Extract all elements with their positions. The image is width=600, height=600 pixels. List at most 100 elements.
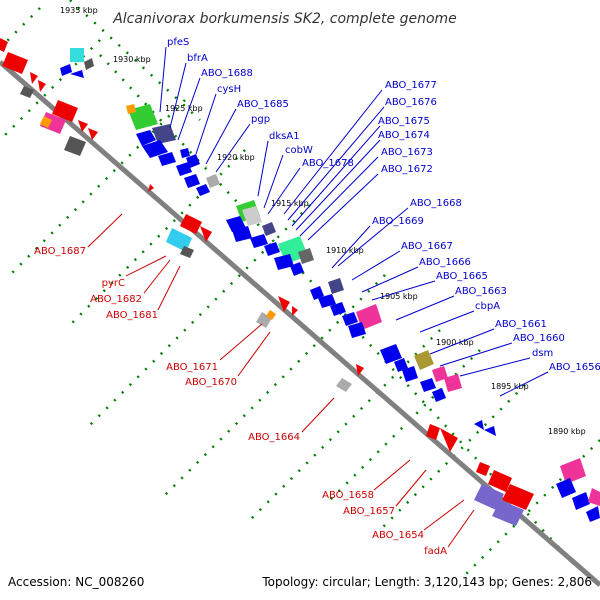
gene-block [180, 148, 190, 158]
forward-genes [60, 48, 600, 522]
gene-arrow [348, 322, 366, 338]
gene-label: ABO_1676 [385, 97, 437, 108]
gene-arrow [232, 226, 252, 242]
gene-label: ABO_1681 [106, 310, 158, 321]
gene-block [336, 378, 352, 392]
gene-label: ABO_1675 [378, 116, 430, 127]
tick-labels: 1935 kbp 1930 kbp 1925 kbp 1920 kbp 1915… [60, 6, 586, 436]
gene-label: ABO_1687 [34, 246, 86, 257]
gene-block [2, 52, 28, 74]
gene-label: ABO_1664 [248, 432, 300, 443]
gene-label: ABO_1670 [185, 377, 237, 388]
map-title: Alcanivorax borkumensis SK2, complete ge… [112, 11, 457, 27]
gene-block [560, 458, 586, 484]
gene-label: ABO_1688 [201, 68, 253, 79]
gene-arrow [290, 262, 304, 276]
gene-block [502, 484, 534, 510]
gene-block [474, 484, 504, 510]
gene-block [70, 48, 84, 62]
gene-label: ABO_1660 [513, 333, 565, 344]
gene-arrow [586, 506, 600, 522]
gene-label: cbpA [475, 301, 500, 312]
gene-arrow [70, 70, 84, 78]
gene-arrow [196, 184, 210, 196]
gene-arrow [38, 80, 46, 92]
gene-arrow [264, 242, 280, 256]
tick-label: 1915 kbp [271, 199, 309, 208]
gene-label: pyrC [102, 278, 125, 289]
gene-label: ABO_1654 [372, 530, 424, 541]
gene-arrow [60, 64, 72, 76]
gene-arrow [148, 184, 154, 192]
gene-label: ABO_1669 [372, 216, 424, 227]
forward-leader-lines [159, 46, 549, 397]
genome-summary-text: Topology: circular; Length: 3,120,143 bp… [261, 575, 592, 589]
gene-block [262, 222, 276, 236]
gene-label: ABO_1678 [302, 158, 354, 169]
gene-block [476, 462, 490, 476]
gene-label: ABO_1682 [90, 294, 142, 305]
gene-label: ABO_1658 [322, 490, 374, 501]
gene-arrow [200, 226, 212, 242]
gene-block [488, 470, 512, 492]
gene-block [492, 500, 524, 526]
gene-label: pgp [251, 114, 270, 125]
gene-arrow [142, 140, 168, 158]
gene-label: dsm [532, 348, 553, 359]
gene-block [180, 214, 202, 234]
gene-arrow [330, 302, 346, 316]
gene-block [328, 278, 344, 294]
gene-label: ABO_1685 [237, 99, 289, 110]
gene-block [242, 206, 262, 226]
tick-label: 1900 kbp [436, 338, 474, 347]
gene-label: ABO_1672 [381, 164, 433, 175]
tick-label: 1930 kbp [113, 55, 151, 64]
gene-block [40, 116, 52, 128]
gene-block [152, 124, 176, 144]
tick-label: 1925 kbp [165, 104, 203, 113]
gene-label: cysH [217, 84, 241, 95]
gene-label: bfrA [187, 53, 208, 64]
gene-arrow [274, 254, 294, 270]
gene-block [266, 310, 276, 320]
gene-block [206, 174, 220, 188]
gene-arrow [380, 344, 402, 364]
gene-block [0, 38, 8, 52]
gene-label: ABO_1677 [385, 80, 437, 91]
gene-arrow [420, 378, 436, 392]
gene-block [426, 424, 440, 440]
gene-arrow [184, 174, 200, 188]
gene-block [414, 350, 434, 370]
gene-arrow [30, 72, 38, 84]
gene-arrow [250, 234, 268, 248]
tick-label: 1890 kbp [548, 427, 586, 436]
forward-labels: pfeS bfrA ABO_1688 cysH ABO_1685 pgp dks… [167, 37, 600, 373]
gene-arrow [158, 152, 176, 166]
gene-arrow [342, 312, 358, 326]
reverse-leader-lines [87, 213, 475, 548]
tick-label: 1910 kbp [326, 246, 364, 255]
gene-block [298, 248, 314, 264]
gene-arrow [556, 478, 576, 498]
reverse-genes [0, 38, 600, 526]
gene-block [180, 246, 194, 258]
gene-block [20, 86, 34, 98]
gene-arrow [310, 286, 324, 300]
reverse-labels: ABO_1687 pyrC ABO_1682 ABO_1681 ABO_1671… [34, 246, 447, 557]
gene-arrow [78, 120, 88, 132]
gene-label: ABO_1667 [401, 241, 453, 252]
gene-arrow [394, 358, 408, 372]
gene-label: fadA [424, 546, 447, 557]
gene-label: ABO_1665 [436, 271, 488, 282]
gene-arrow [572, 492, 590, 510]
gene-block [52, 100, 78, 122]
gene-label: ABO_1668 [410, 198, 462, 209]
tick-label: 1935 kbp [60, 6, 98, 15]
gene-label: ABO_1666 [419, 257, 471, 268]
gene-label: ABO_1674 [378, 130, 430, 141]
tick-label: 1905 kbp [380, 292, 418, 301]
accession-text: Accession: NC_008260 [8, 575, 144, 589]
gene-arrow [440, 428, 458, 452]
gene-arrow [136, 130, 156, 146]
